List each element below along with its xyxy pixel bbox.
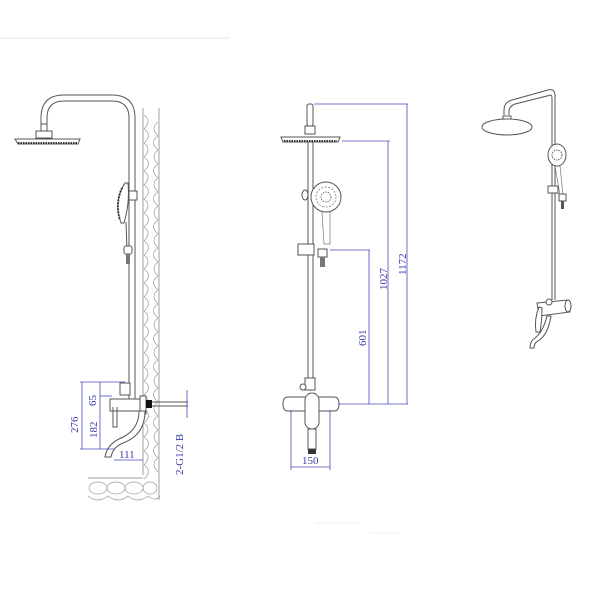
front-dimensions: 1172 1027 601 150 bbox=[290, 103, 409, 470]
dim-111: 111 bbox=[119, 449, 135, 461]
dim-inlet-thread: 2-G1/2 B bbox=[174, 434, 186, 475]
persp-hand-shower bbox=[547, 143, 567, 167]
dim-276: 276 bbox=[69, 416, 81, 433]
dim-182: 182 bbox=[88, 422, 100, 439]
persp-rain-head bbox=[481, 118, 533, 136]
front-mixer bbox=[282, 377, 340, 454]
front-view: 1172 1027 601 150 bbox=[280, 103, 409, 470]
side-dimensions: 65 276 182 111 2-G1/2 B bbox=[69, 381, 188, 475]
side-view: 65 276 182 111 2-G1/2 B bbox=[14, 94, 188, 501]
wall-hatch bbox=[87, 108, 161, 501]
perspective-view bbox=[481, 89, 572, 349]
hand-shower bbox=[117, 182, 129, 224]
side-mixer bbox=[104, 382, 152, 458]
dim-1172: 1172 bbox=[397, 253, 409, 275]
rain-shower-head bbox=[14, 138, 81, 145]
front-hand-shower bbox=[310, 181, 342, 213]
dim-150: 150 bbox=[302, 455, 319, 467]
dim-601: 601 bbox=[357, 330, 369, 347]
dim-65: 65 bbox=[87, 395, 99, 407]
side-riser-pipe bbox=[46, 100, 130, 400]
dim-1027: 1027 bbox=[378, 268, 390, 291]
